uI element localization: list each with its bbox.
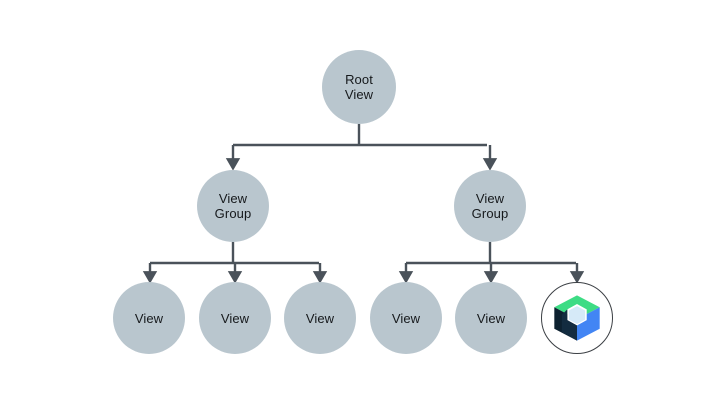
- node-view-1[interactable]: View: [113, 282, 185, 354]
- edge-viewgroup-left-to-views: [142, 242, 328, 284]
- node-view-group-left-label: View Group: [214, 191, 252, 221]
- jetpack-compose-logo: [554, 295, 600, 341]
- node-view-5[interactable]: View: [455, 282, 527, 354]
- edge-root-to-viewgroups: [225, 124, 498, 171]
- node-root-view-label: Root View: [344, 72, 374, 102]
- node-view-4-label: View: [391, 310, 421, 326]
- node-root-view[interactable]: Root View: [322, 50, 396, 124]
- node-compose-view[interactable]: [541, 282, 613, 354]
- node-view-group-right-label: View Group: [471, 191, 509, 221]
- edge-viewgroup-right-to-views: [398, 242, 585, 284]
- node-view-4[interactable]: View: [370, 282, 442, 354]
- node-view-2[interactable]: View: [199, 282, 271, 354]
- node-view-1-label: View: [134, 310, 164, 326]
- node-view-2-label: View: [220, 310, 250, 326]
- node-view-3-label: View: [305, 310, 335, 326]
- node-view-group-right[interactable]: View Group: [454, 170, 526, 242]
- node-view-5-label: View: [476, 310, 506, 326]
- node-view-group-left[interactable]: View Group: [197, 170, 269, 242]
- node-view-3[interactable]: View: [284, 282, 356, 354]
